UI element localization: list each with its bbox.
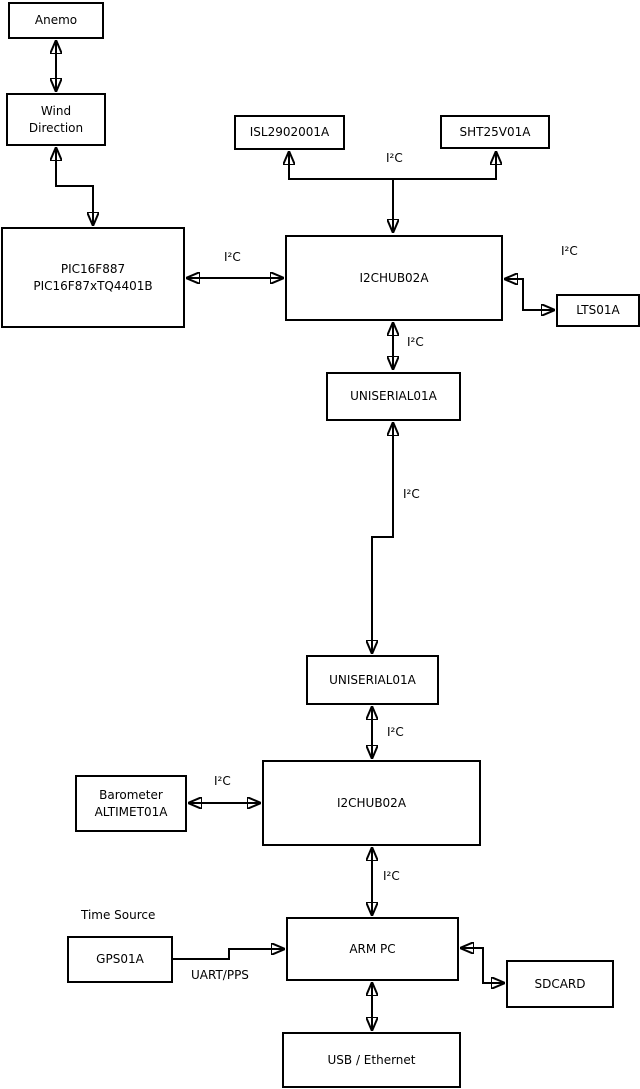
node-pic16f887: PIC16F887 PIC16F87xTQ4401B bbox=[1, 227, 185, 328]
node-anemo: Anemo bbox=[8, 2, 104, 39]
node-uniserial01a-bottom: UNISERIAL01A bbox=[306, 655, 439, 705]
edge-label-i2c-hub2-armpc: I²C bbox=[383, 869, 400, 883]
node-label: Barometer ALTIMET01A bbox=[94, 787, 168, 819]
edge-label-i2c-uniserial-hub2: I²C bbox=[387, 725, 404, 739]
node-arm-pc: ARM PC bbox=[286, 917, 459, 981]
node-label: ISL2902001A bbox=[249, 125, 330, 140]
edge-label-i2c-hub-lts: I²C bbox=[561, 244, 578, 258]
node-label: I2CHUB02A bbox=[359, 270, 429, 285]
node-sht25v01a: SHT25V01A bbox=[440, 115, 550, 149]
node-label: UNISERIAL01A bbox=[329, 672, 416, 687]
edge-label-i2c-barometer-hub2: I²C bbox=[214, 774, 231, 788]
edge-label-uart-pps: UART/PPS bbox=[191, 968, 249, 982]
node-i2chub02a-bottom: I2CHUB02A bbox=[262, 760, 481, 846]
node-wind-direction: Wind Direction bbox=[6, 93, 106, 146]
node-label: GPS01A bbox=[96, 952, 144, 967]
node-label: LTS01A bbox=[576, 303, 620, 318]
node-sdcard: SDCARD bbox=[506, 960, 614, 1008]
edge-label-i2c-sensor-branch: I²C bbox=[386, 151, 403, 165]
node-label: I2CHUB02A bbox=[336, 795, 407, 810]
node-label: SHT25V01A bbox=[459, 124, 531, 139]
node-label: SDCARD bbox=[534, 976, 586, 991]
node-label: USB / Ethernet bbox=[327, 1052, 416, 1067]
node-barometer-altimet01a: Barometer ALTIMET01A bbox=[75, 775, 187, 832]
edge-wind-pic bbox=[56, 148, 93, 225]
node-label: Wind Direction bbox=[28, 103, 84, 135]
edge-gps-armpc bbox=[173, 949, 284, 960]
node-label: PIC16F887 PIC16F87xTQ4401B bbox=[33, 261, 153, 293]
node-usb-ethernet: USB / Ethernet bbox=[282, 1032, 461, 1088]
edge-label-i2c-pic-hub: I²C bbox=[224, 250, 241, 264]
edge-label-i2c-uniserial-link: I²C bbox=[403, 487, 420, 501]
node-i2chub02a-top: I2CHUB02A bbox=[285, 235, 503, 321]
edge-label-i2c-hub-uniserial: I²C bbox=[407, 335, 424, 349]
edge-i2chub-top-lts bbox=[505, 279, 554, 310]
node-label: ARM PC bbox=[349, 941, 396, 956]
edge-armpc-sdcard bbox=[461, 948, 504, 983]
node-label: UNISERIAL01A bbox=[350, 389, 437, 404]
edge-uniserial-link bbox=[372, 423, 393, 653]
node-isl2902001a: ISL2902001A bbox=[234, 115, 345, 150]
node-uniserial01a-top: UNISERIAL01A bbox=[326, 372, 461, 421]
node-lts01a: LTS01A bbox=[556, 294, 640, 327]
node-gps01a: GPS01A bbox=[67, 936, 173, 983]
node-label: Anemo bbox=[34, 13, 78, 28]
edge-label-time-source: Time Source bbox=[81, 908, 156, 922]
